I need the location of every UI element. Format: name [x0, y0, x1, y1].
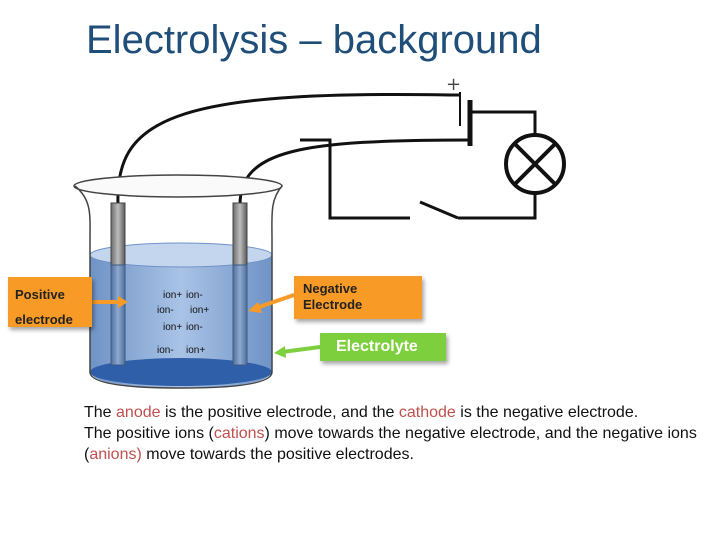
- text-span: is the positive electrode, and the: [160, 404, 399, 421]
- beaker-wall-left: [74, 185, 91, 372]
- beaker-wall-right: [271, 185, 283, 372]
- battery-plus-sign: +: [446, 74, 461, 95]
- text-span: The positive ions (: [84, 425, 214, 442]
- positive-electrode-label: Positive electrode: [8, 277, 92, 327]
- ions-group: ion+ ion- ion- ion+ ion+ ion- ion- ion+: [157, 290, 209, 356]
- arrow-to-cathode: [248, 293, 295, 313]
- ion-label: ion+: [163, 322, 182, 333]
- negative-label-line2: Electrode: [303, 297, 363, 312]
- electrolyte-label: Electrolyte: [320, 333, 446, 361]
- ion-label: ion+: [163, 290, 182, 301]
- negative-electrode-label: Negative Electrode: [294, 276, 422, 319]
- paragraph-anode-cathode: The anode is the positive electrode, and…: [84, 402, 704, 423]
- ion-label: ion+: [186, 345, 205, 356]
- anode-electrode: [110, 202, 126, 366]
- beaker-bottom: [90, 358, 272, 386]
- battery-icon: +: [446, 74, 473, 146]
- ion-label: ion-: [186, 322, 203, 333]
- arrow-to-electrolyte: [274, 345, 321, 358]
- wire-battery-to-lamp: [470, 110, 537, 135]
- wire-lamp-to-switch: [458, 193, 537, 220]
- wire-right: [238, 138, 471, 206]
- cathode-electrode: [232, 202, 248, 366]
- text-span: The: [84, 404, 117, 421]
- explanation-text: The anode is the positive electrode, and…: [84, 402, 704, 465]
- text-span: ) move towards the negative electrode, a…: [84, 425, 697, 463]
- wire-switch-to-right: [300, 138, 410, 220]
- text-span: is the negative electrode.: [455, 404, 639, 421]
- cations-term: cations: [213, 425, 265, 442]
- arrow-to-anode: [92, 296, 128, 308]
- paragraph-ions: The positive ions (cations) move towards…: [84, 423, 704, 465]
- ion-label: ion+: [190, 305, 209, 316]
- ion-label: ion-: [157, 345, 174, 356]
- ion-label: ion-: [186, 290, 203, 301]
- negative-label-line1: Negative: [303, 281, 358, 296]
- anode-term: anode: [116, 404, 161, 421]
- cathode-term: cathode: [398, 404, 456, 421]
- positive-label-line2: electrode: [15, 312, 73, 327]
- text-span: move towards the positive electrodes.: [141, 446, 414, 463]
- switch-icon: [419, 200, 459, 220]
- lamp-icon: [504, 133, 566, 195]
- page-title: Electrolysis – background: [86, 18, 542, 62]
- positive-label-line1: Positive: [15, 287, 65, 302]
- electrolyte-liquid: [90, 255, 272, 388]
- ion-label: ion-: [157, 305, 174, 316]
- beaker-rim: [73, 174, 283, 198]
- anions-term: anions): [89, 446, 142, 463]
- wire-left: [116, 93, 460, 206]
